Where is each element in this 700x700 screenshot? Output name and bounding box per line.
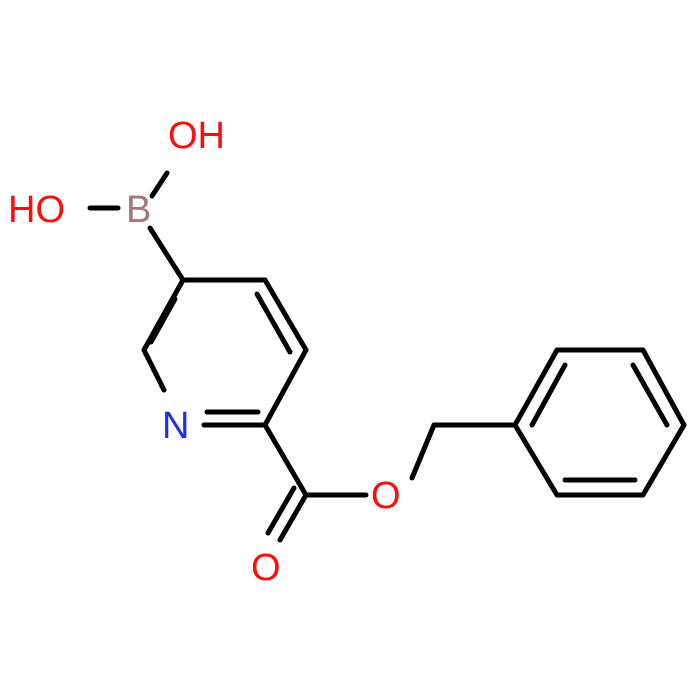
bond-ring-5-inner	[254, 291, 293, 355]
bond-ring-5	[262, 277, 309, 353]
atom-oh-left: HO	[8, 189, 65, 231]
atom-carbonyl-oxygen: O	[251, 547, 281, 589]
atom-nitrogen: N	[162, 405, 189, 447]
bond-ph-6	[512, 347, 560, 428]
atom-ester-oxygen: O	[371, 475, 401, 517]
bond-ring-4	[262, 347, 309, 428]
bond-ph-4-inner	[630, 362, 670, 428]
bond-o-ch2	[409, 422, 437, 481]
atom-boron: B	[126, 189, 151, 231]
bond-ph-6-inner	[529, 362, 568, 428]
atom-oh-top: OH	[168, 115, 225, 157]
bond-c-o-double-2	[265, 485, 297, 536]
bond-ring-carbonyl-c	[262, 422, 309, 498]
bond-b-ring	[147, 225, 186, 283]
bond-ring-2	[141, 347, 167, 393]
bond-ph-4	[640, 347, 687, 428]
bond-ph-1	[512, 422, 560, 498]
bond-ph-3	[640, 422, 687, 498]
bond-c-o-double-1	[277, 492, 309, 543]
bond-ring-1-inner	[148, 296, 178, 345]
bond-b-oh-top	[149, 170, 170, 199]
